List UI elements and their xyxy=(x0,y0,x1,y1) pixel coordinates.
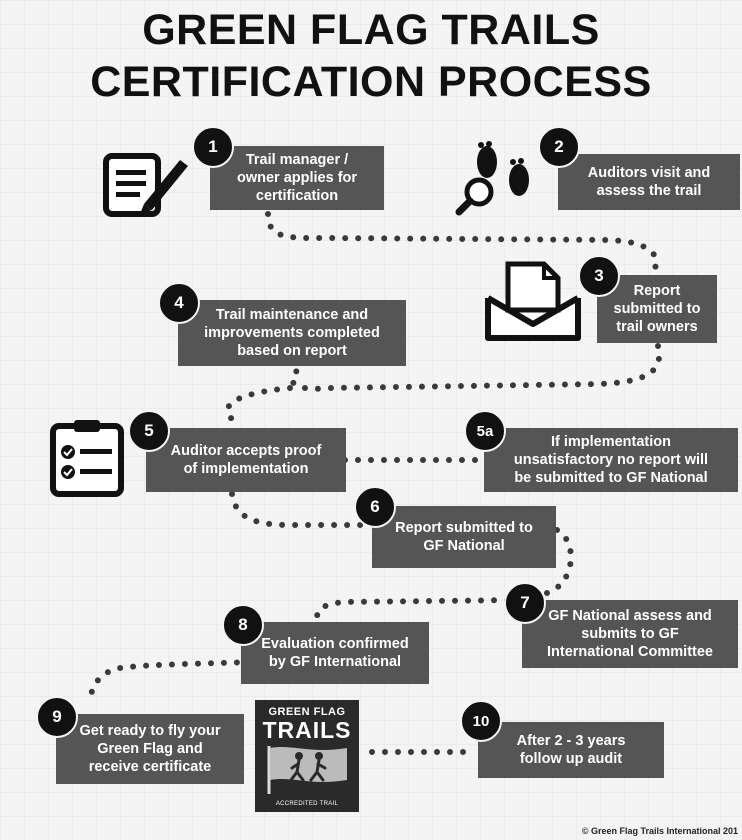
step-6-badge: 6 xyxy=(354,486,396,528)
logo-line-1: GREEN FLAG xyxy=(268,706,346,718)
step-7-badge: 7 xyxy=(504,582,546,624)
step-10-box: After 2 - 3 years follow up audit xyxy=(478,722,664,778)
step-2-badge: 2 xyxy=(538,126,580,168)
page-title: GREEN FLAG TRAILS CERTIFICATION PROCESS xyxy=(0,4,742,108)
step-9-badge: 9 xyxy=(36,696,78,738)
step-2-box: Auditors visit and assess the trail xyxy=(558,154,740,210)
step-5a-box: If implementation unsatisfactory no repo… xyxy=(484,428,738,492)
step-1-box: Trail manager / owner applies for certif… xyxy=(210,146,384,210)
envelope-document-icon xyxy=(485,261,581,341)
step-1-badge: 1 xyxy=(192,126,234,168)
connector-5-6 xyxy=(229,491,373,528)
step-8-box: Evaluation confirmed by GF International xyxy=(241,622,429,684)
step-7-box: GF National assess and submits to GF Int… xyxy=(522,600,738,668)
step-7-text: GF National assess and submits to GF Int… xyxy=(547,608,713,660)
logo-line-2: TRAILS xyxy=(262,717,352,743)
copyright-notice: © Green Flag Trails International 201 xyxy=(581,826,738,836)
title-line-1: GREEN FLAG TRAILS xyxy=(142,6,600,54)
step-1-text: Trail manager / owner applies for certif… xyxy=(236,152,358,204)
hikers-flag-icon xyxy=(267,746,347,794)
step-5a-badge: 5a xyxy=(464,410,506,452)
step-8-text: Evaluation confirmed by GF International xyxy=(261,636,409,670)
document-pen-icon xyxy=(103,153,188,217)
step-5a-text: If implementation unsatisfactory no repo… xyxy=(513,434,709,486)
step-5-text: Auditor accepts proof of implementation xyxy=(170,443,322,477)
connector-1-3 xyxy=(265,211,660,271)
footprints-magnifier-icon xyxy=(455,141,529,216)
green-flag-trails-logo: GREEN FLAG TRAILS ACCREDITED TRAIL xyxy=(255,700,359,812)
step-8-badge: 8 xyxy=(222,604,264,646)
step-10-text: After 2 - 3 years follow up audit xyxy=(516,733,626,767)
step-4-text: Trail maintenance and improvements compl… xyxy=(204,307,380,359)
step-9-text: Get ready to fly your Green Flag and rec… xyxy=(79,723,221,775)
connector-7-8 xyxy=(314,597,523,621)
step-5-box: Auditor accepts proof of implementation xyxy=(146,428,346,492)
step-3-text: Report submitted to trail owners xyxy=(613,283,701,335)
step-4-box: Trail maintenance and improvements compl… xyxy=(178,300,406,366)
connector-8-9 xyxy=(87,659,253,703)
step-10-badge: 10 xyxy=(460,700,502,742)
step-6-text: Report submitted to GF National xyxy=(395,520,533,554)
step-6-box: Report submitted to GF National xyxy=(372,506,556,568)
title-line-2: CERTIFICATION PROCESS xyxy=(90,58,652,106)
step-9-box: Get ready to fly your Green Flag and rec… xyxy=(56,714,244,784)
step-2-text: Auditors visit and assess the trail xyxy=(587,165,711,199)
step-3-badge: 3 xyxy=(578,255,620,297)
clipboard-checklist-icon xyxy=(50,420,124,497)
logo-line-3: ACCREDITED TRAIL xyxy=(275,801,339,807)
step-4-badge: 4 xyxy=(158,282,200,324)
connector-4-5 xyxy=(224,385,293,423)
step-5-badge: 5 xyxy=(128,410,170,452)
